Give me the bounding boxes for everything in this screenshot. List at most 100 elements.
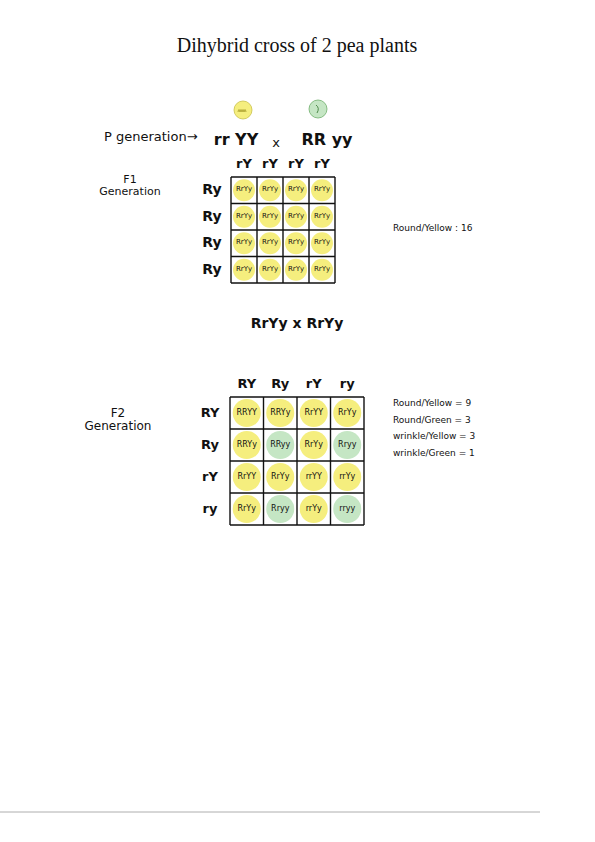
pea-circle bbox=[300, 495, 328, 523]
pea-circle bbox=[333, 431, 361, 459]
grid-line bbox=[231, 282, 335, 283]
punnett-cell: RrYy bbox=[288, 266, 304, 274]
generation-label: P generation→ bbox=[104, 130, 198, 144]
genotype: RR yy bbox=[301, 131, 352, 149]
punnett-cell: RrYy bbox=[314, 186, 330, 194]
punnett-cell: rryy bbox=[339, 505, 355, 514]
pea-circle bbox=[300, 463, 328, 491]
gamete-header: rY bbox=[236, 157, 252, 171]
grid-line bbox=[330, 397, 331, 525]
punnett-cell: RrYy bbox=[314, 266, 330, 274]
punnett-cell: RRYy bbox=[237, 441, 257, 450]
pea-circle bbox=[311, 206, 333, 228]
punnett-cell: RRyy bbox=[270, 441, 290, 450]
gamete-header: RY bbox=[237, 377, 256, 391]
gamete-header: rY bbox=[314, 157, 330, 171]
punnett-cell: RrYy bbox=[262, 186, 278, 194]
pea-circle bbox=[233, 232, 255, 254]
punnett-cell: rrYy bbox=[306, 505, 322, 514]
grid-line bbox=[230, 460, 364, 461]
punnett-cell: RrYy bbox=[236, 239, 252, 247]
pea-circle bbox=[259, 259, 281, 281]
punnett-cell: RrYy bbox=[238, 505, 256, 514]
title: Dihybrid cross of 2 pea plants bbox=[177, 34, 418, 56]
cross-sign: x bbox=[272, 136, 280, 150]
yellow-wrinkled-pea bbox=[234, 101, 252, 119]
punnett-cell: RrYy bbox=[338, 409, 356, 418]
gamete-header: Ry bbox=[271, 377, 289, 391]
gamete-header: Ry bbox=[202, 262, 221, 277]
pea-circle bbox=[333, 495, 361, 523]
pea-circle bbox=[333, 399, 361, 427]
punnett-cell: RrYy bbox=[288, 239, 304, 247]
genotype: rr YY bbox=[214, 131, 259, 149]
grid-line bbox=[230, 492, 364, 493]
punnett-cell: RrYy bbox=[262, 266, 278, 274]
punnett-cell: RrYy bbox=[236, 266, 252, 274]
green-round-pea bbox=[309, 100, 327, 118]
phenotype-count: Round/Yellow = 9 bbox=[393, 399, 471, 409]
pea-circle bbox=[311, 232, 333, 254]
pea-circle bbox=[311, 179, 333, 201]
grid-line bbox=[363, 397, 364, 525]
punnett-cell: RrYY bbox=[304, 409, 323, 418]
pea-circle bbox=[233, 259, 255, 281]
punnett-cell: rrYY bbox=[306, 473, 322, 482]
pea-circle bbox=[300, 399, 328, 427]
pea-circle bbox=[266, 431, 294, 459]
generation-label: F2 Generation bbox=[80, 407, 156, 433]
gamete-header: rY bbox=[288, 157, 304, 171]
pea-circle bbox=[285, 259, 307, 281]
gamete-header: Ry bbox=[202, 183, 221, 198]
phenotype-count: wrinkle/Yellow = 3 bbox=[393, 432, 475, 442]
pea-circle bbox=[300, 431, 328, 459]
gamete-header: rY bbox=[202, 470, 218, 484]
punnett-cell: Rryy bbox=[338, 441, 356, 450]
gamete-header: ry bbox=[203, 502, 218, 516]
punnett-cell: RrYy bbox=[262, 213, 278, 221]
pea-circle bbox=[285, 206, 307, 228]
grid-line bbox=[334, 177, 335, 283]
pea-circle bbox=[233, 179, 255, 201]
pea-circle bbox=[266, 463, 294, 491]
pea-circle bbox=[266, 495, 294, 523]
punnett-cell: RrYy bbox=[288, 213, 304, 221]
pea-circle bbox=[233, 463, 261, 491]
pea-circle bbox=[259, 232, 281, 254]
punnett-cell: RrYy bbox=[262, 239, 278, 247]
grid-line bbox=[308, 177, 309, 283]
punnett-cell: Rryy bbox=[271, 505, 289, 514]
gamete-header: RY bbox=[201, 406, 220, 420]
cross-label: RrYy x RrYy bbox=[251, 316, 344, 331]
punnett-cell: RrYy bbox=[236, 186, 252, 194]
punnett-cell: RrYy bbox=[271, 473, 289, 482]
phenotype-count: Round/Yellow : 16 bbox=[393, 224, 472, 234]
phenotype-count: wrinkle/Green = 1 bbox=[393, 449, 475, 459]
punnett-cell: RrYy bbox=[236, 213, 252, 221]
gamete-header: Ry bbox=[202, 209, 221, 224]
pea-circle bbox=[266, 399, 294, 427]
punnett-cell: RrYy bbox=[305, 441, 323, 450]
punnett-cell: RRYy bbox=[270, 409, 290, 418]
grid-line bbox=[230, 524, 364, 525]
gamete-header: rY bbox=[262, 157, 278, 171]
pea-circle bbox=[233, 206, 255, 228]
pea-circle bbox=[233, 431, 261, 459]
punnett-cell: rrYy bbox=[339, 473, 355, 482]
pea-circle bbox=[233, 495, 261, 523]
page-rule bbox=[0, 812, 540, 813]
generation-label: F1 Generation bbox=[99, 174, 161, 198]
pea-circle bbox=[285, 179, 307, 201]
punnett-grid bbox=[230, 397, 364, 525]
punnett-cell: RrYy bbox=[314, 213, 330, 221]
gamete-header: Ry bbox=[201, 438, 219, 452]
punnett-cell: RRYY bbox=[237, 409, 257, 418]
gamete-header: ry bbox=[340, 377, 355, 391]
pea-circle bbox=[333, 463, 361, 491]
gamete-header: Ry bbox=[202, 236, 221, 251]
gamete-header: rY bbox=[306, 377, 322, 391]
punnett-cell: RrYY bbox=[237, 473, 256, 482]
grid-line bbox=[231, 229, 335, 230]
pea-circle bbox=[285, 232, 307, 254]
grid-line bbox=[231, 256, 335, 257]
